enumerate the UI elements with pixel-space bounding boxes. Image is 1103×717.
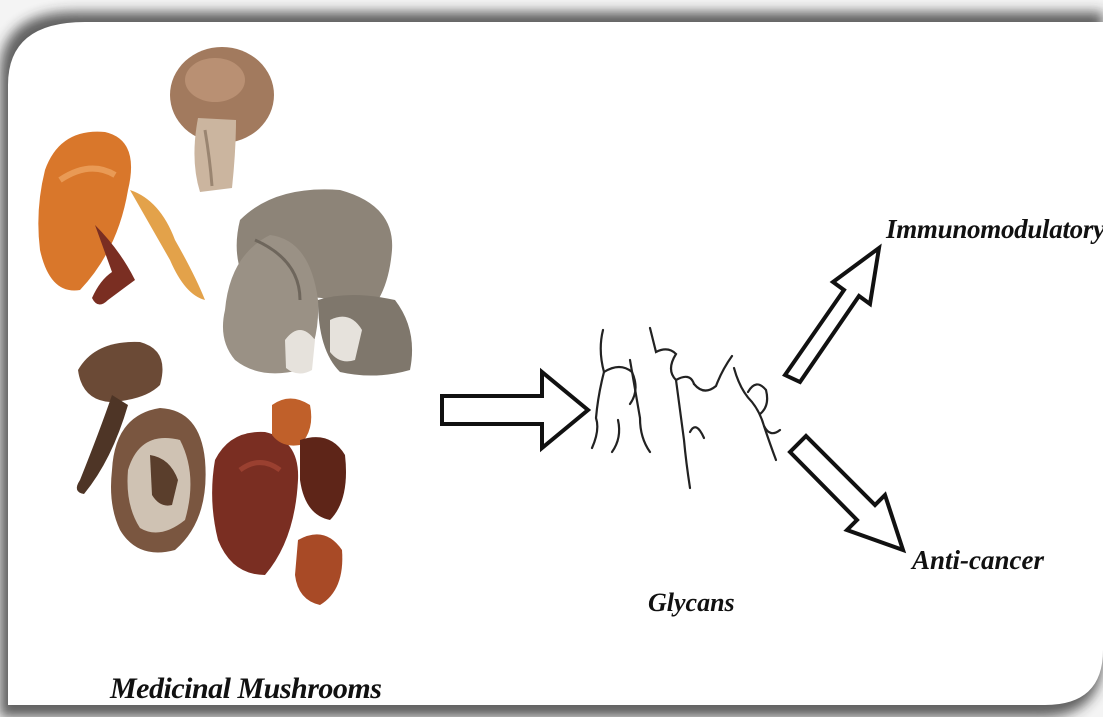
glycan-chain-icon xyxy=(592,328,780,488)
immunomodulatory-label: Immunomodulatory xyxy=(886,214,1103,245)
medicinal-mushrooms-label: Medicinal Mushrooms xyxy=(110,672,381,706)
arrow-to-anticancer xyxy=(790,436,903,550)
glycans-label: Glycans xyxy=(648,588,735,618)
arrow-to-immunomodulatory xyxy=(785,248,879,382)
hollow-arrow-icon xyxy=(442,372,588,448)
anti-cancer-label: Anti-cancer xyxy=(912,545,1044,576)
